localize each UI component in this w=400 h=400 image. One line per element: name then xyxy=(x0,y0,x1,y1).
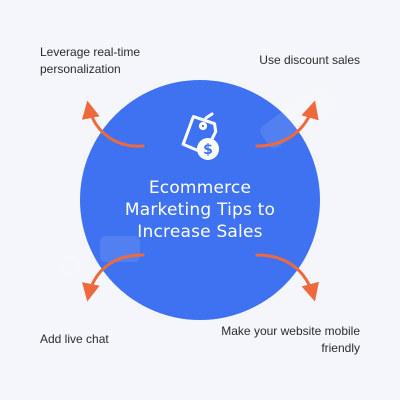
tip-bottom-right: Make your website mobile friendly xyxy=(221,324,360,355)
center-title-line-1: Ecommerce xyxy=(148,178,252,198)
center-title: Ecommerce Marketing Tips to Increase Sal… xyxy=(100,177,300,243)
tip-bottom-left: Add live chat xyxy=(40,332,109,346)
tip-top-left: Leverage real-time personalization xyxy=(40,45,141,76)
center-title-line-2: Marketing Tips to xyxy=(124,200,276,220)
svg-text:$: $ xyxy=(203,142,213,158)
center-title-line-3: Increase Sales xyxy=(137,222,263,242)
tip-top-right: Use discount sales xyxy=(259,53,360,67)
price-tag-dollar-icon: $ xyxy=(181,112,219,160)
